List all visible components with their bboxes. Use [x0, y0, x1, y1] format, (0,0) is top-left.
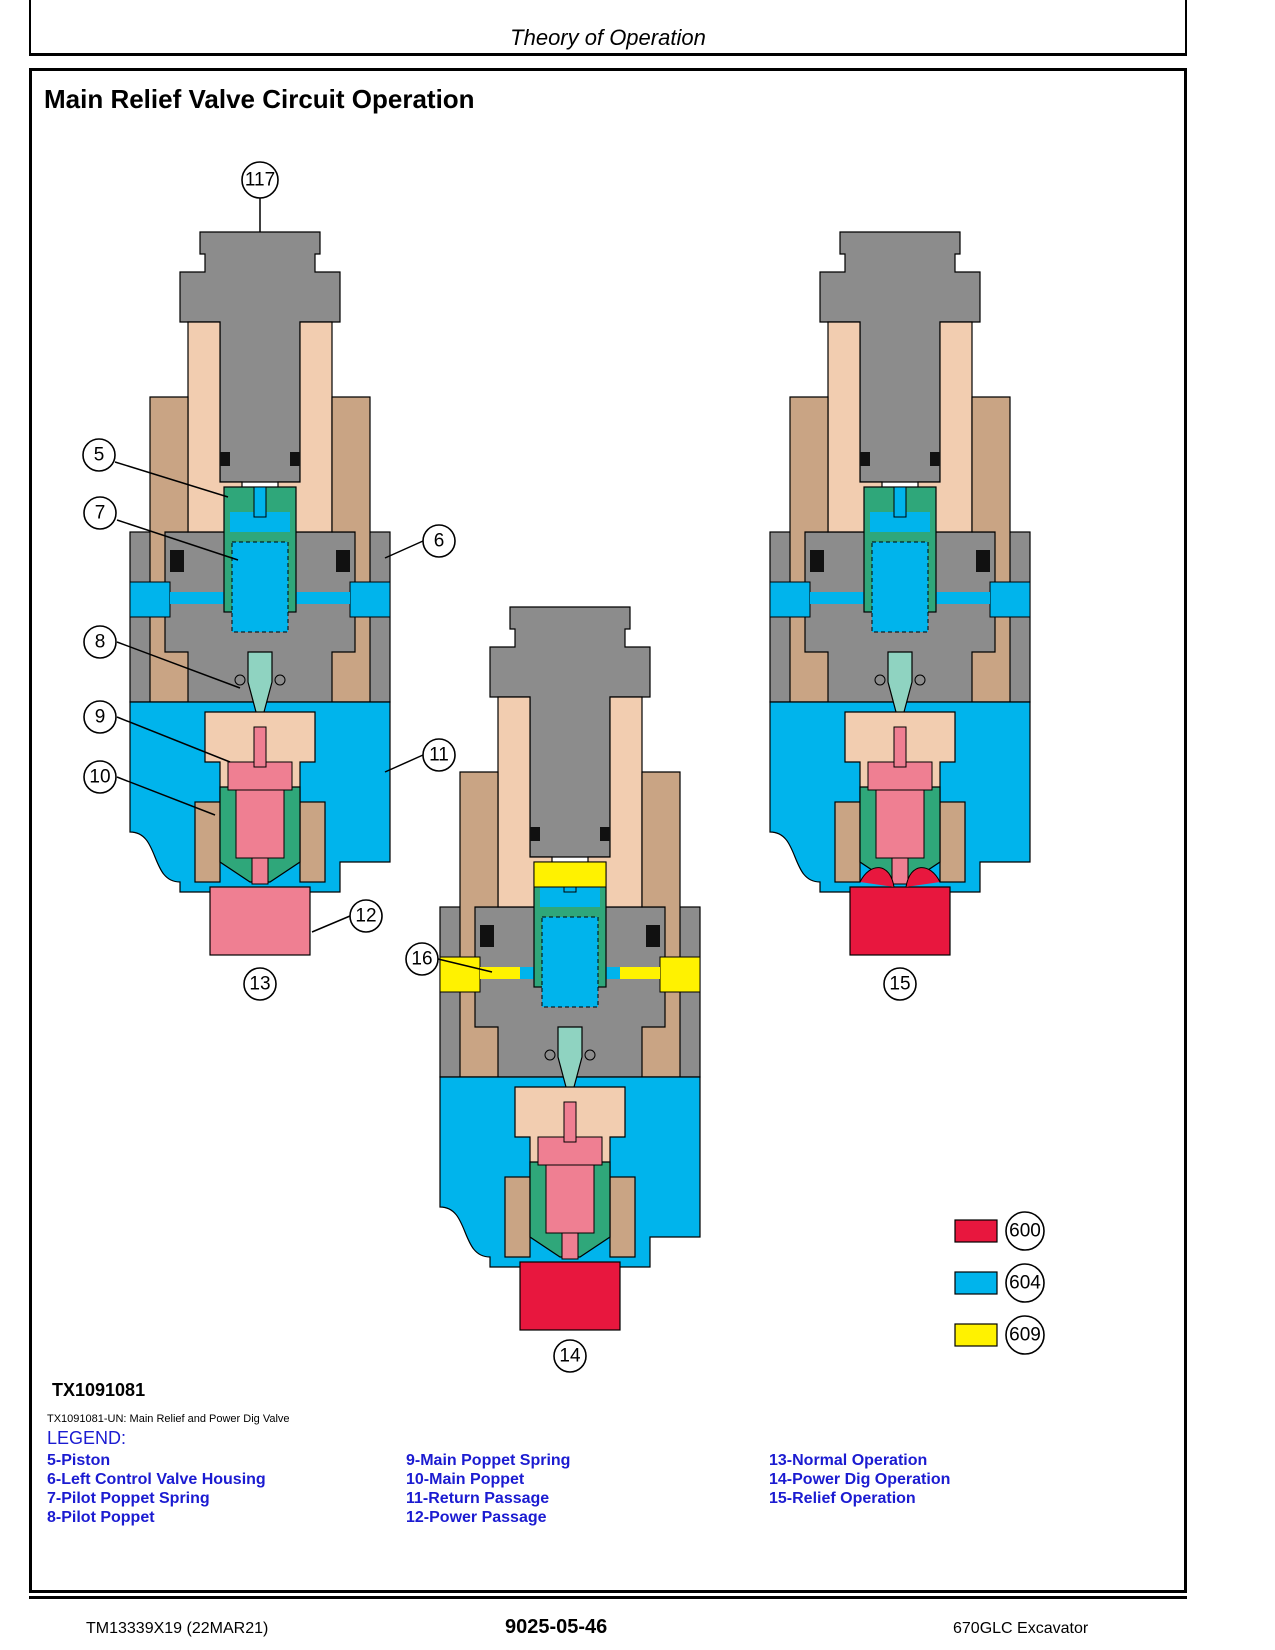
svg-text:11: 11 — [429, 745, 449, 766]
callout-7: 7 — [83, 496, 117, 530]
svg-text:16: 16 — [411, 949, 432, 970]
legend-item: 10-Main Poppet — [406, 1471, 525, 1488]
callout-6: 6 — [422, 524, 456, 558]
svg-text:6: 6 — [434, 531, 445, 552]
color-swatch-600 — [954, 1219, 998, 1243]
legend-item: 13-Normal Operation — [769, 1452, 928, 1469]
legend-item: 6-Left Control Valve Housing — [47, 1471, 266, 1488]
legend-item: 7-Pilot Poppet Spring — [47, 1490, 210, 1507]
legend-column-1: 5-Piston 6-Left Control Valve Housing 7-… — [47, 1451, 266, 1527]
color-code-609: 609 — [1005, 1315, 1045, 1355]
svg-text:7: 7 — [95, 503, 106, 524]
callout-117: 117 — [241, 161, 279, 199]
svg-text:12: 12 — [355, 906, 376, 927]
svg-text:117: 117 — [245, 170, 275, 191]
callout-11: 11 — [422, 738, 456, 772]
callout-10: 10 — [83, 760, 117, 794]
callout-16: 16 — [405, 942, 439, 976]
callout-13: 13 — [243, 967, 277, 1001]
legend-item: 9-Main Poppet Spring — [406, 1452, 571, 1469]
svg-text:15: 15 — [889, 974, 910, 995]
legend-column-2: 9-Main Poppet Spring 10-Main Poppet 11-R… — [406, 1451, 570, 1527]
color-key: 600 604 609 — [954, 1211, 1045, 1355]
color-swatch-604 — [954, 1271, 998, 1295]
svg-text:604: 604 — [1009, 1273, 1041, 1294]
svg-text:8: 8 — [95, 632, 106, 653]
callout-9: 9 — [83, 700, 117, 734]
legend-column-3: 13-Normal Operation 14-Power Dig Operati… — [769, 1451, 950, 1508]
valve-relief-operation — [769, 231, 1031, 956]
color-code-604: 604 — [1005, 1263, 1045, 1303]
section-title: Main Relief Valve Circuit Operation — [44, 84, 475, 114]
svg-text:10: 10 — [89, 767, 110, 788]
svg-text:13: 13 — [249, 974, 270, 995]
figure-id: TX1091081 — [52, 1380, 146, 1400]
svg-text:600: 600 — [1009, 1221, 1041, 1242]
svg-text:9: 9 — [95, 707, 106, 728]
svg-text:14: 14 — [559, 1346, 581, 1367]
valve-normal-operation — [129, 231, 391, 956]
header-title: Theory of Operation — [510, 25, 706, 50]
legend-item: 5-Piston — [47, 1452, 111, 1469]
legend-item: 8-Pilot Poppet — [47, 1509, 155, 1526]
color-swatch-609 — [954, 1323, 998, 1347]
legend-item: 14-Power Dig Operation — [769, 1471, 951, 1488]
callout-5: 5 — [82, 438, 116, 472]
callout-8: 8 — [83, 625, 117, 659]
valve-power-dig-operation — [439, 606, 701, 1331]
footer-page-number: 9025-05-46 — [505, 1616, 608, 1638]
legend-item: 15-Relief Operation — [769, 1490, 916, 1507]
figure-caption: TX1091081-UN: Main Relief and Power Dig … — [47, 1413, 290, 1425]
footer-rule — [29, 1596, 1187, 1599]
svg-text:5: 5 — [94, 445, 105, 466]
legend-title: LEGEND: — [47, 1428, 127, 1448]
content-frame — [29, 68, 1187, 1593]
callout-12: 12 — [349, 899, 383, 933]
footer-manual-id: TM13339X19 (22MAR21) — [86, 1620, 269, 1637]
callout-14: 14 — [553, 1339, 587, 1373]
legend-item: 12-Power Passage — [406, 1509, 547, 1526]
svg-text:609: 609 — [1009, 1325, 1041, 1346]
page-header: Theory of Operation — [29, 0, 1187, 56]
color-code-600: 600 — [1005, 1211, 1045, 1251]
callout-15: 15 — [883, 967, 917, 1001]
footer-model: 670GLC Excavator — [953, 1620, 1089, 1637]
legend-item: 11-Return Passage — [406, 1490, 550, 1507]
